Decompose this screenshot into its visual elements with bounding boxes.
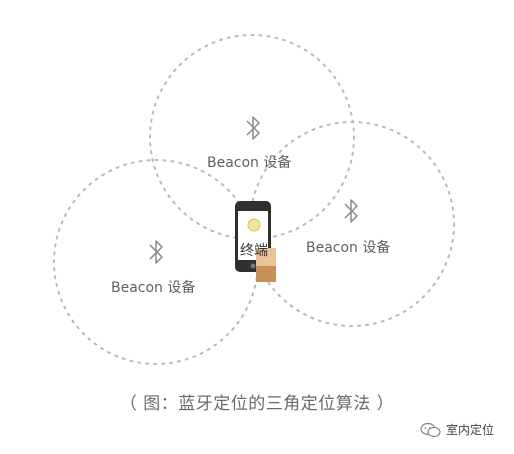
wechat-icon <box>420 422 441 437</box>
beacon-label-right: Beacon 设备 <box>306 240 391 256</box>
watermark: 室内定位 <box>420 421 494 438</box>
terminal-label: 终端 <box>240 243 268 259</box>
bluetooth-icon <box>344 199 358 223</box>
beacon-label-top: Beacon 设备 <box>207 155 292 171</box>
beacon-label-left: Beacon 设备 <box>111 280 196 296</box>
bluetooth-icon <box>246 116 260 140</box>
figure-caption: （ 图：蓝牙定位的三角定位算法 ） <box>119 394 395 414</box>
bluetooth-icon <box>149 240 163 264</box>
watermark-text: 室内定位 <box>446 423 495 437</box>
smartphone-icon <box>235 201 276 282</box>
